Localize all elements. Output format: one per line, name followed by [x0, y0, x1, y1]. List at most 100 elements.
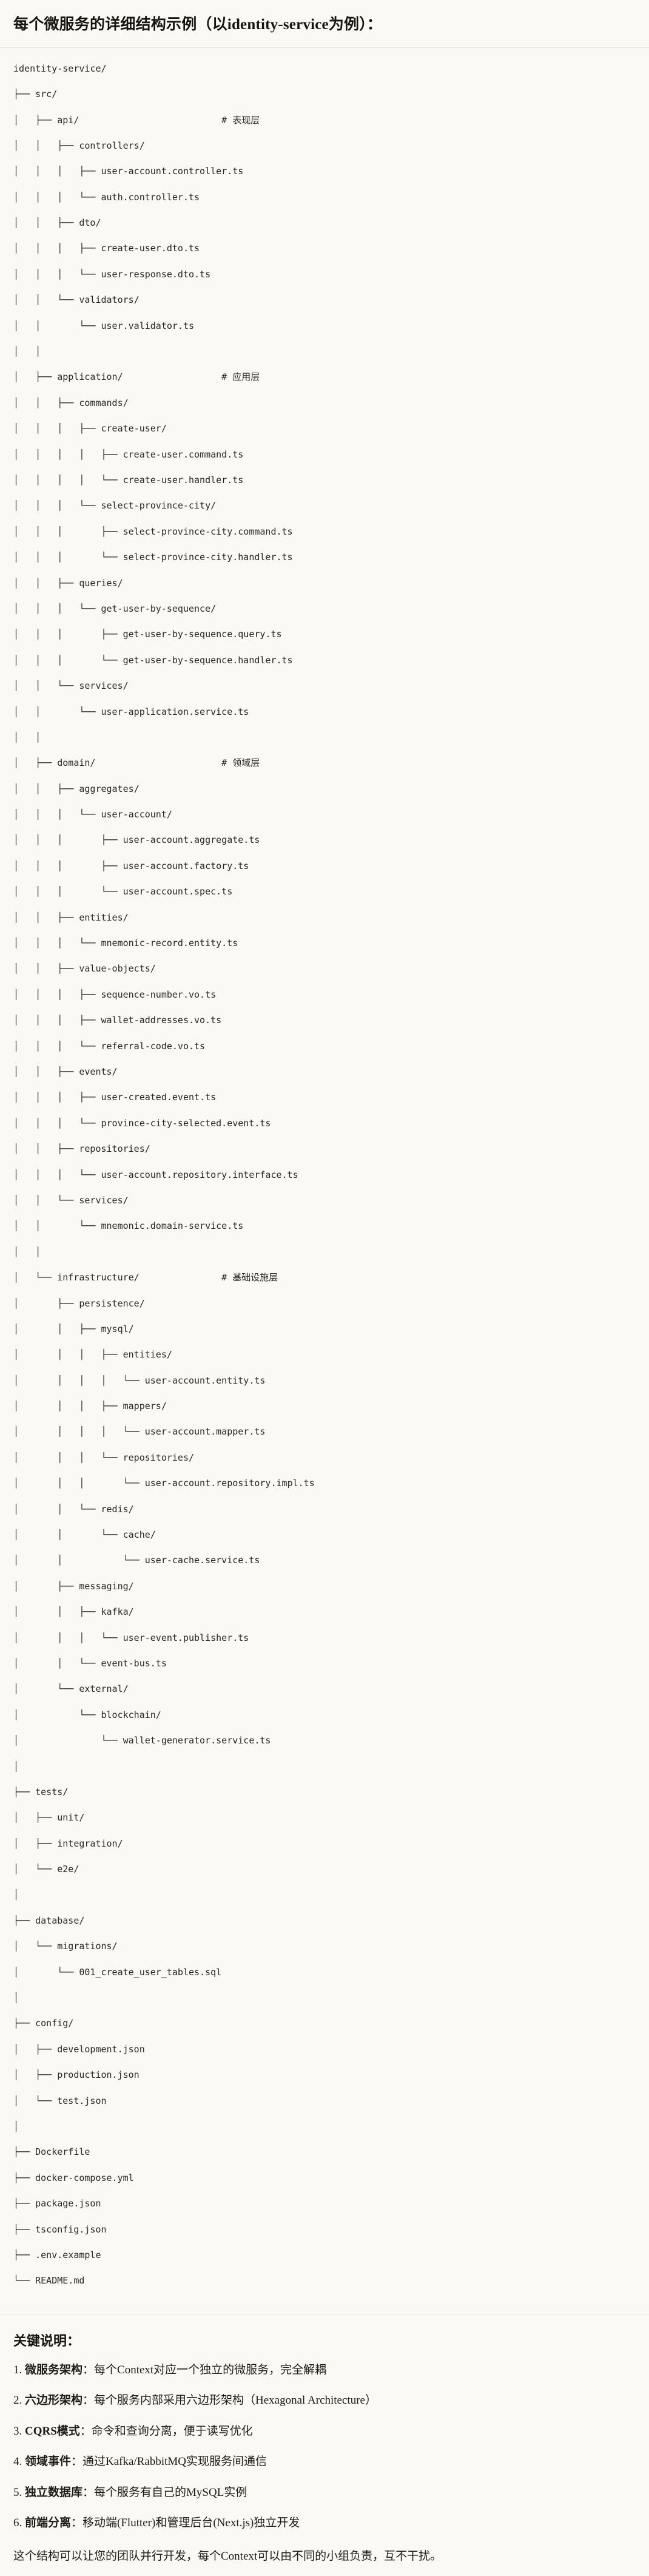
code-line: │ │ │ └── referral-code.vo.ts	[13, 1040, 206, 1052]
code-line: │ │ │ ├── wallet-addresses.vo.ts	[13, 1015, 222, 1026]
code-line: │ │ │ └── get-user-by-sequence.handler.t…	[13, 654, 293, 666]
code-line: │ │ │ └── user-response.dto.ts	[13, 268, 211, 280]
code-line: │ └── e2e/	[13, 1864, 79, 1875]
note-number: 4.	[13, 2455, 22, 2469]
code-line: │ │ ├── kafka/	[13, 1606, 134, 1618]
code-line: │ │ ├── entities/	[13, 911, 129, 923]
note-lead: 前端分离	[25, 2517, 72, 2530]
code-line: │ │ └── mnemonic.domain-service.ts	[13, 1220, 244, 1232]
notes-list: 1. 微服务架构：每个Context对应一个独立的微服务，完全解耦 2. 六边形架…	[13, 2362, 636, 2532]
note-item: 5. 独立数据库：每个服务有自己的MySQL实例	[13, 2484, 636, 2502]
code-line: │ │ │ └── get-user-by-sequence/	[13, 603, 217, 614]
code-line: │ │ │ ├── user-created.event.ts	[13, 1092, 217, 1103]
code-line: │ ├── domain/ # 领域层	[13, 757, 260, 769]
code-line: │ └── migrations/	[13, 1941, 118, 1952]
notes-outro: 这个结构可以让您的团队并行开发，每个Context可以由不同的小组负责，互不干扰…	[13, 2549, 442, 2563]
note-number: 1.	[13, 2363, 22, 2376]
directory-tree: identity-service/ ├── src/ │ ├── api/ # …	[13, 63, 636, 2300]
note-lead: 领域事件	[25, 2455, 72, 2469]
code-line: │ └── test.json	[13, 2095, 107, 2106]
code-line: │ │ │ └── user-account/	[13, 809, 172, 820]
note-text: ：每个Context对应一个独立的微服务，完全解耦	[82, 2363, 327, 2376]
code-block: identity-service/ ├── src/ │ ├── api/ # …	[0, 47, 649, 2314]
note-lead: CQRS模式	[25, 2424, 80, 2438]
note-text: ：每个服务内部采用六边形架构（Hexagonal Architecture）	[82, 2394, 377, 2407]
code-line: ├── tsconfig.json	[13, 2223, 107, 2235]
code-line: │ └── external/	[13, 1683, 129, 1695]
code-line: │ │ └── validators/	[13, 294, 140, 306]
code-line: │ │ │ ├── select-province-city.command.t…	[13, 526, 293, 537]
code-line: │ ├── development.json	[13, 2043, 145, 2055]
note-item: 2. 六边形架构：每个服务内部采用六边形架构（Hexagonal Archite…	[13, 2392, 636, 2410]
code-line: │ │ │ └── user-account.repository.interf…	[13, 1169, 298, 1180]
code-line: │ │ └── event-bus.ts	[13, 1657, 167, 1669]
code-line: │ │ │ └── select-province-city.handler.t…	[13, 552, 293, 563]
code-line: │	[13, 1889, 19, 1901]
code-line: │ │ │ └── mnemonic-record.entity.ts	[13, 938, 238, 949]
code-line: │ │ ├── commands/	[13, 397, 129, 408]
code-line: │ │	[13, 731, 41, 743]
code-line: │ │ │ └── province-city-selected.event.t…	[13, 1117, 271, 1129]
code-line: ├── package.json	[13, 2198, 101, 2209]
code-line: │ │ ├── queries/	[13, 577, 123, 589]
code-line: │ │ │ ├── user-account.aggregate.ts	[13, 834, 260, 846]
code-line: │ │ │ ├── user-account.factory.ts	[13, 860, 249, 871]
code-line: ├── docker-compose.yml	[13, 2172, 134, 2183]
code-line: └── README.md	[13, 2275, 85, 2287]
code-line: │ │ ├── controllers/	[13, 140, 145, 151]
code-line: │ └── blockchain/	[13, 1709, 161, 1720]
code-line: │ └── wallet-generator.service.ts	[13, 1735, 271, 1746]
code-line: │	[13, 1992, 19, 2004]
code-line: │ │ │ │ └── create-user.handler.ts	[13, 475, 244, 485]
code-line: │ └── infrastructure/ # 基础设施层	[13, 1272, 278, 1283]
code-line: ├── .env.example	[13, 2249, 101, 2260]
code-line: │ │ │ │ ├── create-user.command.ts	[13, 448, 244, 460]
code-line: │ ├── messaging/	[13, 1580, 134, 1592]
page-title: 每个微服务的详细结构示例（以identity-service为例）：	[13, 16, 383, 33]
code-line: ├── config/	[13, 2018, 74, 2029]
note-number: 2.	[13, 2394, 22, 2407]
code-line: ├── database/	[13, 1915, 85, 1926]
code-line: │ │ │ ├── get-user-by-sequence.query.ts	[13, 629, 282, 640]
code-line: │ │ │ ├── create-user/	[13, 423, 167, 434]
code-line: │ │ │ └── select-province-city/	[13, 500, 217, 512]
note-number: 3.	[13, 2424, 22, 2438]
code-line: ├── tests/	[13, 1786, 69, 1797]
note-item: 3. CQRS模式：命令和查询分离，便于读写优化	[13, 2423, 636, 2441]
code-line: │	[13, 2121, 19, 2132]
code-line: │ │ ├── aggregates/	[13, 783, 140, 794]
document-header: 每个微服务的详细结构示例（以identity-service为例）：	[0, 0, 649, 48]
code-line: │ │ └── cache/	[13, 1529, 156, 1541]
code-line: │ │ └── user-cache.service.ts	[13, 1555, 260, 1566]
code-line: │ │	[13, 1246, 41, 1257]
note-item: 1. 微服务架构：每个Context对应一个独立的微服务，完全解耦	[13, 2362, 636, 2379]
code-line: │ │ ├── repositories/	[13, 1143, 150, 1155]
code-line: │ │ ├── value-objects/	[13, 963, 156, 975]
code-line: │ │ └── services/	[13, 680, 129, 692]
code-line: │ ├── api/ # 表现层	[13, 114, 260, 126]
note-text: ：通过Kafka/RabbitMQ实现服务间通信	[71, 2455, 267, 2469]
code-line: │ │ │ └── user-account.spec.ts	[13, 886, 233, 898]
code-line: ├── Dockerfile	[13, 2146, 90, 2158]
code-line: │ │ │ └── repositories/	[13, 1452, 195, 1463]
code-line: │ │	[13, 346, 41, 357]
code-line: │ │ │ │ └── user-account.entity.ts	[13, 1374, 266, 1386]
code-line: │ └── 001_create_user_tables.sql	[13, 1966, 222, 1978]
note-number: 6.	[13, 2517, 22, 2530]
code-line: ├── src/	[13, 89, 58, 100]
code-line: │ ├── unit/	[13, 1812, 85, 1824]
code-line: │ ├── production.json	[13, 2069, 140, 2081]
code-line: │ │ │ ├── entities/	[13, 1349, 172, 1361]
code-line: │ │ │ ├── create-user.dto.ts	[13, 243, 200, 254]
code-line: │ ├── integration/	[13, 1837, 123, 1849]
code-line: │ │ │ └── user-event.publisher.ts	[13, 1632, 249, 1643]
note-text: ：每个服务有自己的MySQL实例	[82, 2486, 247, 2499]
code-line: │ │ └── user.validator.ts	[13, 320, 195, 331]
code-line: │ ├── persistence/	[13, 1297, 145, 1309]
code-line: │ │ │ ├── sequence-number.vo.ts	[13, 989, 217, 1000]
code-line: │ │ └── redis/	[13, 1503, 134, 1515]
code-line: │ ├── application/ # 应用层	[13, 371, 260, 383]
code-line: │ │ │ └── auth.controller.ts	[13, 191, 200, 203]
